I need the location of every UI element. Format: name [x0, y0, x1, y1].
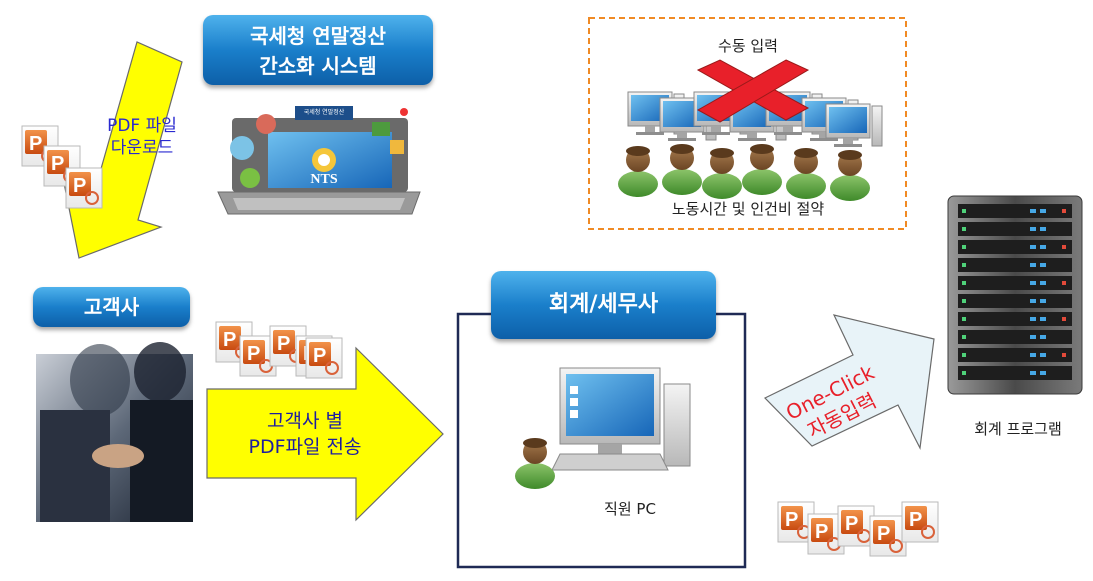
manual-input-title: 수동 입력	[718, 37, 778, 55]
manual-workers-illustration	[618, 91, 883, 201]
handshake-photo	[36, 342, 193, 522]
download-label-line2: 다운로드	[110, 138, 174, 158]
employee-pc-illustration	[515, 367, 691, 489]
nts-system-box: 국세청 연말정산 간소화 시스템	[203, 15, 433, 85]
download-label: PDF 파일 다운로드	[94, 115, 190, 159]
transfer-arrow-text: 고객사 별 PDF파일 전송	[220, 408, 390, 460]
pdf-file-icons-auto	[777, 501, 939, 557]
employee-pc-caption: 직원 PC	[604, 500, 656, 518]
pdf-file-icons-transfer	[215, 321, 343, 379]
pdf-file-icons-download	[21, 125, 103, 209]
download-label-line1: PDF 파일	[107, 116, 177, 136]
server-caption: 회계 프로그램	[974, 420, 1062, 438]
accounting-box: 회계/세무사	[491, 271, 716, 339]
red-cross-icon	[696, 59, 810, 123]
nts-screen-text: NTS	[310, 172, 338, 187]
customer-label: 고객사	[83, 295, 140, 319]
manual-input-box	[588, 17, 907, 230]
accounting-label: 회계/세무사	[548, 292, 659, 317]
nts-system-title-line2: 간소화 시스템	[259, 54, 377, 78]
transfer-arrow	[206, 346, 444, 522]
auto-input-arrow	[763, 314, 935, 450]
server-rack-icon	[947, 195, 1083, 395]
nts-system-title-line1: 국세청 연말정산	[250, 24, 386, 48]
transfer-arrow-line1: 고객사 별	[267, 410, 343, 432]
nts-laptop-illustration	[217, 106, 421, 215]
manual-input-caption: 노동시간 및 인건비 절약	[671, 200, 825, 218]
nts-banner-text: 국세청 연말정산	[303, 109, 345, 116]
transfer-arrow-line2: PDF파일 전송	[248, 436, 362, 458]
customer-box: 고객사	[33, 287, 190, 327]
